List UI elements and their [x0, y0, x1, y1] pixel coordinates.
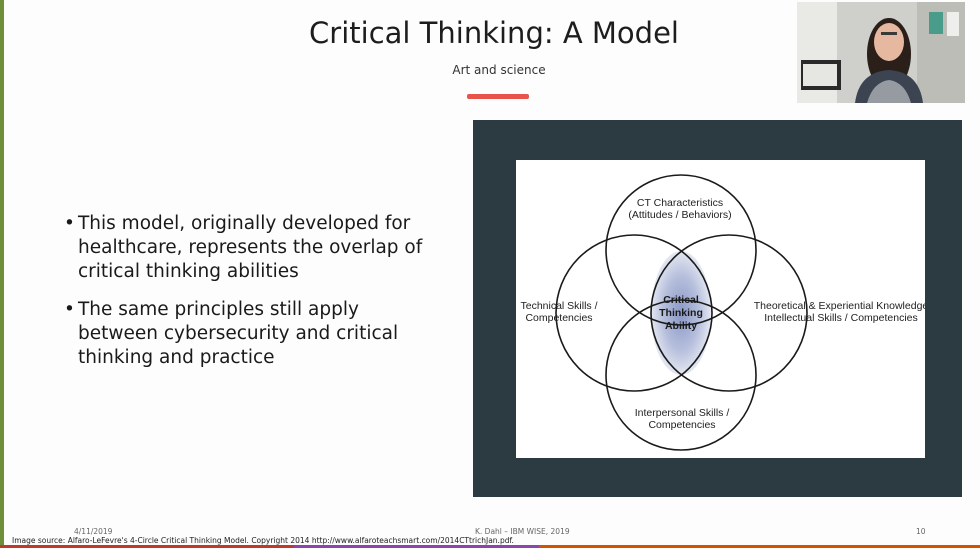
- circle-left: [555, 234, 713, 392]
- label-bottom-1: Interpersonal Skills /: [635, 407, 730, 419]
- webcam-video-feed: [797, 2, 965, 103]
- label-left-2: Competencies: [525, 312, 592, 324]
- image-source-caption: Image source: Alfaro-LeFevre's 4-Circle …: [12, 536, 514, 545]
- bullet-item: The same principles still apply between …: [64, 298, 444, 370]
- circle-top: [605, 174, 757, 326]
- label-center-2: Thinking: [659, 307, 703, 319]
- label-bottom-2: Competencies: [648, 419, 715, 431]
- four-circle-diagram: CT Characteristics (Attitudes / Behavior…: [516, 160, 925, 458]
- slide-subtitle: Art and science: [452, 63, 546, 77]
- footer-author: K. Dahl – IBM WISE, 2019: [475, 527, 570, 536]
- figure-frame: CT Characteristics (Attitudes / Behavior…: [473, 120, 962, 497]
- label-center-1: Critical: [663, 294, 699, 306]
- label-center-3: Ability: [665, 320, 697, 332]
- bullet-item: This model, originally developed for hea…: [64, 212, 444, 284]
- bottom-color-strip: [0, 545, 980, 548]
- center-overlap: [651, 251, 711, 375]
- presenter-video-image: [797, 2, 965, 103]
- label-left-1: Technical Skills /: [520, 300, 597, 312]
- label-right-2: Intellectual Skills / Competencies: [764, 312, 918, 324]
- label-top-1: CT Characteristics: [637, 197, 723, 209]
- circle-right: [650, 234, 808, 392]
- label-right-1: Theoretical & Experiential Knowledge: [754, 300, 925, 312]
- accent-bar: [467, 94, 529, 99]
- bullet-list: This model, originally developed for hea…: [64, 212, 444, 384]
- footer-date: 4/11/2019: [74, 527, 113, 536]
- footer-page-number: 10: [916, 527, 926, 536]
- label-top-2: (Attitudes / Behaviors): [628, 209, 731, 221]
- circle-bottom: [605, 299, 757, 451]
- slide-title: Critical Thinking: A Model: [309, 16, 679, 50]
